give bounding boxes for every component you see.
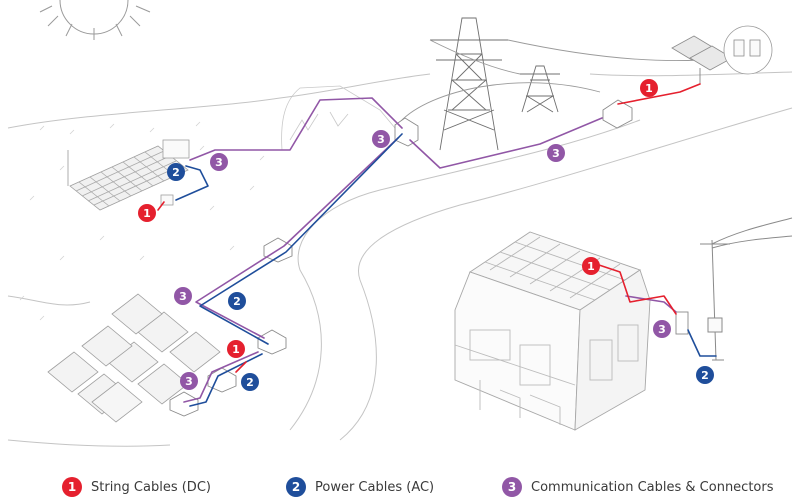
marker-number: 2	[233, 295, 241, 308]
marker-circle	[228, 292, 246, 310]
marker-number: 2	[246, 376, 254, 389]
legend-item-communication-cables: 3 Communication Cables & Connectors	[502, 474, 774, 500]
marker-1-string-dc: 1	[640, 79, 658, 97]
marker-number: 3	[215, 156, 223, 169]
marker-circle	[227, 340, 245, 358]
marker-number: 3	[552, 147, 560, 160]
marker-circle	[210, 153, 228, 171]
marker-1-string-dc: 1	[138, 204, 156, 222]
legend-badge-2: 2	[286, 477, 306, 497]
marker-circle	[138, 204, 156, 222]
marker-number: 1	[232, 343, 240, 356]
marker-1-string-dc: 1	[582, 257, 600, 275]
marker-circle	[653, 320, 671, 338]
marker-number: 3	[185, 375, 193, 388]
marker-2-power-ac: 2	[167, 163, 185, 181]
legend-item-string-cables: 1 String Cables (DC)	[62, 474, 211, 500]
marker-circle	[372, 130, 390, 148]
marker-circle	[582, 257, 600, 275]
utility-pole	[700, 217, 793, 361]
legend-badge-3: 3	[502, 477, 522, 497]
marker-circle	[241, 373, 259, 391]
legend-label-communication-cables: Communication Cables & Connectors	[531, 479, 774, 495]
marker-number: 3	[179, 290, 187, 303]
marker-3-communication: 3	[180, 372, 198, 390]
terrain	[7, 71, 793, 447]
marker-number: 1	[645, 82, 653, 95]
marker-circle	[167, 163, 185, 181]
marker-3-communication: 3	[210, 153, 228, 171]
ground-mount-solar-rows	[47, 293, 221, 423]
legend-label-power-cables: Power Cables (AC)	[315, 479, 435, 495]
marker-number: 2	[701, 369, 709, 382]
marker-number: 1	[143, 207, 151, 220]
marker-number: 3	[377, 133, 385, 146]
marker-3-communication: 3	[653, 320, 671, 338]
legend-item-power-cables: 2 Power Cables (AC)	[286, 474, 434, 500]
marker-3-communication: 3	[547, 144, 565, 162]
marker-number: 3	[658, 323, 666, 336]
marker-3-communication: 3	[372, 130, 390, 148]
marker-number: 1	[587, 260, 595, 273]
marker-1-string-dc: 1	[227, 340, 245, 358]
transmission-towers	[399, 17, 701, 151]
pole-solar-array	[671, 25, 773, 84]
marker-2-power-ac: 2	[241, 373, 259, 391]
inverter-boxes	[169, 99, 689, 417]
house	[454, 231, 651, 431]
cable-markers: 3 2 1 3 3 1 3 2 1 3 2 1 3 2	[138, 79, 714, 391]
marker-circle	[174, 287, 192, 305]
marker-circle	[547, 144, 565, 162]
marker-2-power-ac: 2	[228, 292, 246, 310]
marker-circle	[180, 372, 198, 390]
ground-texture	[19, 121, 265, 321]
sun-icon	[39, 0, 151, 40]
marker-3-communication: 3	[174, 287, 192, 305]
legend-badge-1: 1	[62, 477, 82, 497]
cable-runs	[157, 83, 717, 407]
legend-label-string-cables: String Cables (DC)	[91, 479, 211, 495]
marker-circle	[640, 79, 658, 97]
marker-number: 2	[172, 166, 180, 179]
marker-2-power-ac: 2	[696, 366, 714, 384]
marker-circle	[696, 366, 714, 384]
